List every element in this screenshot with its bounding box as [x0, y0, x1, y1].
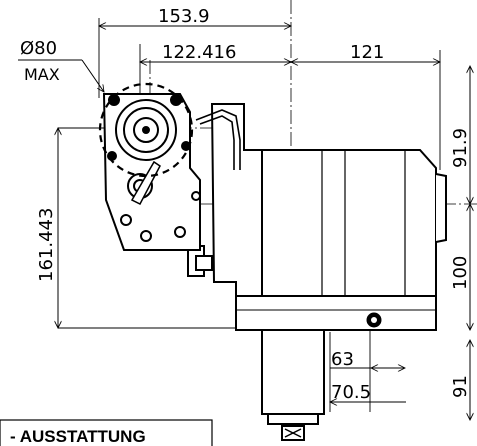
- dim-top-overall-label: 153.9: [158, 6, 210, 27]
- dim-top-offset-label: 122.416: [162, 42, 236, 63]
- dim-right-middle-label: 100: [450, 256, 471, 290]
- dim-diameter-label: Ø80: [20, 38, 57, 59]
- dim-right-upper-label: 91.9: [450, 128, 471, 168]
- dim-diameter: Ø80 MAX: [18, 38, 104, 92]
- dim-top-overall: 153.9: [99, 6, 291, 27]
- dim-bottom: 63 70.5: [330, 349, 406, 403]
- machine-body: [98, 82, 447, 441]
- dim-top-right-label: 121: [350, 42, 384, 63]
- dim-diameter-note: MAX: [24, 65, 60, 84]
- dim-left-height: 161.443: [36, 128, 58, 328]
- dim-right-lower-label: 91: [450, 375, 471, 398]
- dim-bottom-a-label: 63: [331, 349, 354, 370]
- dim-right-stack: 91.9 100 91: [450, 66, 471, 420]
- dim-top-right: 121: [291, 42, 440, 63]
- dim-top-offset: 122.416: [140, 42, 291, 63]
- dim-left-height-label: 161.443: [36, 208, 57, 282]
- note-box: - AUSSTATTUNG: [0, 419, 213, 446]
- note-text: - AUSSTATTUNG: [10, 427, 146, 446]
- dim-bottom-b-label: 70.5: [331, 382, 371, 403]
